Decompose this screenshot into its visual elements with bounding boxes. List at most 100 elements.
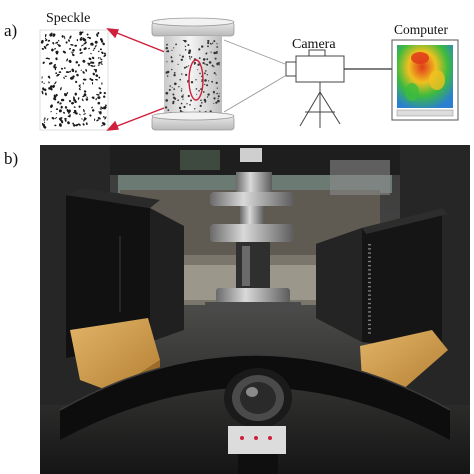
speckle-dot xyxy=(54,67,57,71)
specimen-speckle-dot xyxy=(187,94,190,98)
speckle-dot xyxy=(78,84,81,86)
camera-vent xyxy=(368,323,371,326)
specimen-speckle-dot xyxy=(215,101,218,104)
specimen-speckle-dot xyxy=(171,49,173,51)
speckle-dot xyxy=(63,67,66,69)
specimen-speckle-dot xyxy=(195,79,197,81)
specimen-speckle-dot xyxy=(166,75,169,77)
specimen-speckle-dot xyxy=(208,80,210,82)
speckle-dot xyxy=(44,117,46,120)
speckle-dot xyxy=(59,117,62,121)
speckle-dot xyxy=(94,44,97,48)
specimen-speckle-dot xyxy=(173,74,176,77)
speckle-dot xyxy=(88,47,90,50)
specimen-speckle-dot xyxy=(185,66,188,68)
speckle-dot xyxy=(103,106,107,109)
specimen-speckle-dot xyxy=(199,110,201,112)
specimen-speckle-dot xyxy=(195,88,198,90)
specimen-speckle-dot xyxy=(204,79,207,82)
speckle-dot xyxy=(79,48,82,52)
specimen-speckle-dot xyxy=(183,66,186,69)
speckle-dot xyxy=(50,110,52,113)
speckle-dot xyxy=(102,95,106,98)
camera-vent xyxy=(368,265,371,267)
speckle-dot xyxy=(51,48,54,52)
panel-a-label: a) xyxy=(4,21,17,40)
speckle-dot xyxy=(60,98,65,102)
specimen-speckle-dot xyxy=(171,68,173,71)
center-camera-lens xyxy=(224,368,292,474)
speckle-dot xyxy=(81,31,84,34)
specimen-speckle-dot xyxy=(182,94,184,96)
speckle-dot xyxy=(103,54,107,57)
specimen-speckle-dot xyxy=(213,72,216,75)
speckle-dot xyxy=(46,117,49,121)
speckle-dot xyxy=(92,72,95,76)
speckle-dot xyxy=(68,47,72,50)
specimen-speckle-dot xyxy=(217,97,219,99)
speckle-dot xyxy=(69,35,72,39)
specimen-speckle-dot xyxy=(179,78,181,81)
specimen-speckle-dot xyxy=(189,58,191,60)
specimen-speckle-dot xyxy=(167,70,170,74)
specimen-speckle-dot xyxy=(216,87,218,89)
specimen-speckle-dot xyxy=(218,93,220,95)
speckle-dot xyxy=(77,123,81,126)
speckle-dot xyxy=(64,75,68,77)
speckle-dot xyxy=(50,104,53,108)
speckle-dot xyxy=(97,96,101,100)
specimen-speckle-dot xyxy=(177,99,179,101)
speckle-dot xyxy=(99,38,103,41)
speckle-dot xyxy=(53,94,56,99)
specimen-speckle-dot xyxy=(189,104,191,106)
speckle-dot xyxy=(104,104,107,107)
specimen-speckle-dot xyxy=(165,91,169,95)
speckle-dot xyxy=(42,123,46,127)
speckle-dot xyxy=(74,92,78,96)
specimen-speckle-dot xyxy=(207,93,210,96)
speckle-dot xyxy=(59,102,62,105)
speckle-dot xyxy=(77,97,80,100)
specimen-speckle-dot xyxy=(193,61,196,65)
specimen-speckle-dot xyxy=(173,72,176,74)
speckle-dot xyxy=(54,117,58,120)
specimen-speckle-dot xyxy=(207,40,210,42)
speckle-dot xyxy=(85,122,88,126)
camera-sight-lines xyxy=(223,39,286,113)
specimen-speckle-dot xyxy=(205,70,207,72)
speckle-dot xyxy=(41,47,45,50)
specimen-speckle-dot xyxy=(204,101,207,103)
speckle-dot xyxy=(49,85,53,88)
speckle-dot xyxy=(100,58,103,61)
specimen-speckle-dot xyxy=(207,45,209,48)
speckle-dot xyxy=(95,78,98,81)
speckle-dot xyxy=(63,76,65,79)
speckle-dot xyxy=(72,96,76,99)
speckle-dot xyxy=(79,36,83,40)
speckle-dot xyxy=(90,78,94,82)
speckle-dot xyxy=(79,31,82,35)
speckle-dot xyxy=(48,62,53,65)
speckle-dot xyxy=(60,87,62,91)
specimen-speckle-dot xyxy=(180,58,183,61)
speckle-dot xyxy=(55,57,58,61)
specimen-speckle-dot xyxy=(173,88,176,90)
specimen-speckle-dot xyxy=(204,72,206,75)
speckle-dot xyxy=(82,82,85,85)
camera-vent xyxy=(368,290,371,292)
speckle-dot xyxy=(55,93,58,97)
speckle-dot xyxy=(98,111,101,113)
speckle-dot xyxy=(82,59,86,63)
specimen-speckle-dot xyxy=(197,63,200,66)
speckle-dot xyxy=(102,116,105,118)
speckle-dot xyxy=(102,42,105,46)
specimen-speckle-dot xyxy=(171,87,173,88)
speckle-dot xyxy=(71,68,75,73)
speckle-dot xyxy=(100,63,103,65)
speckle-dot xyxy=(95,98,97,101)
speckle-dot xyxy=(91,109,95,112)
specimen-speckle-dot xyxy=(179,109,182,112)
speckle-dot xyxy=(63,111,65,114)
speckle-dot xyxy=(40,39,44,44)
specimen-speckle-dot xyxy=(209,42,212,45)
